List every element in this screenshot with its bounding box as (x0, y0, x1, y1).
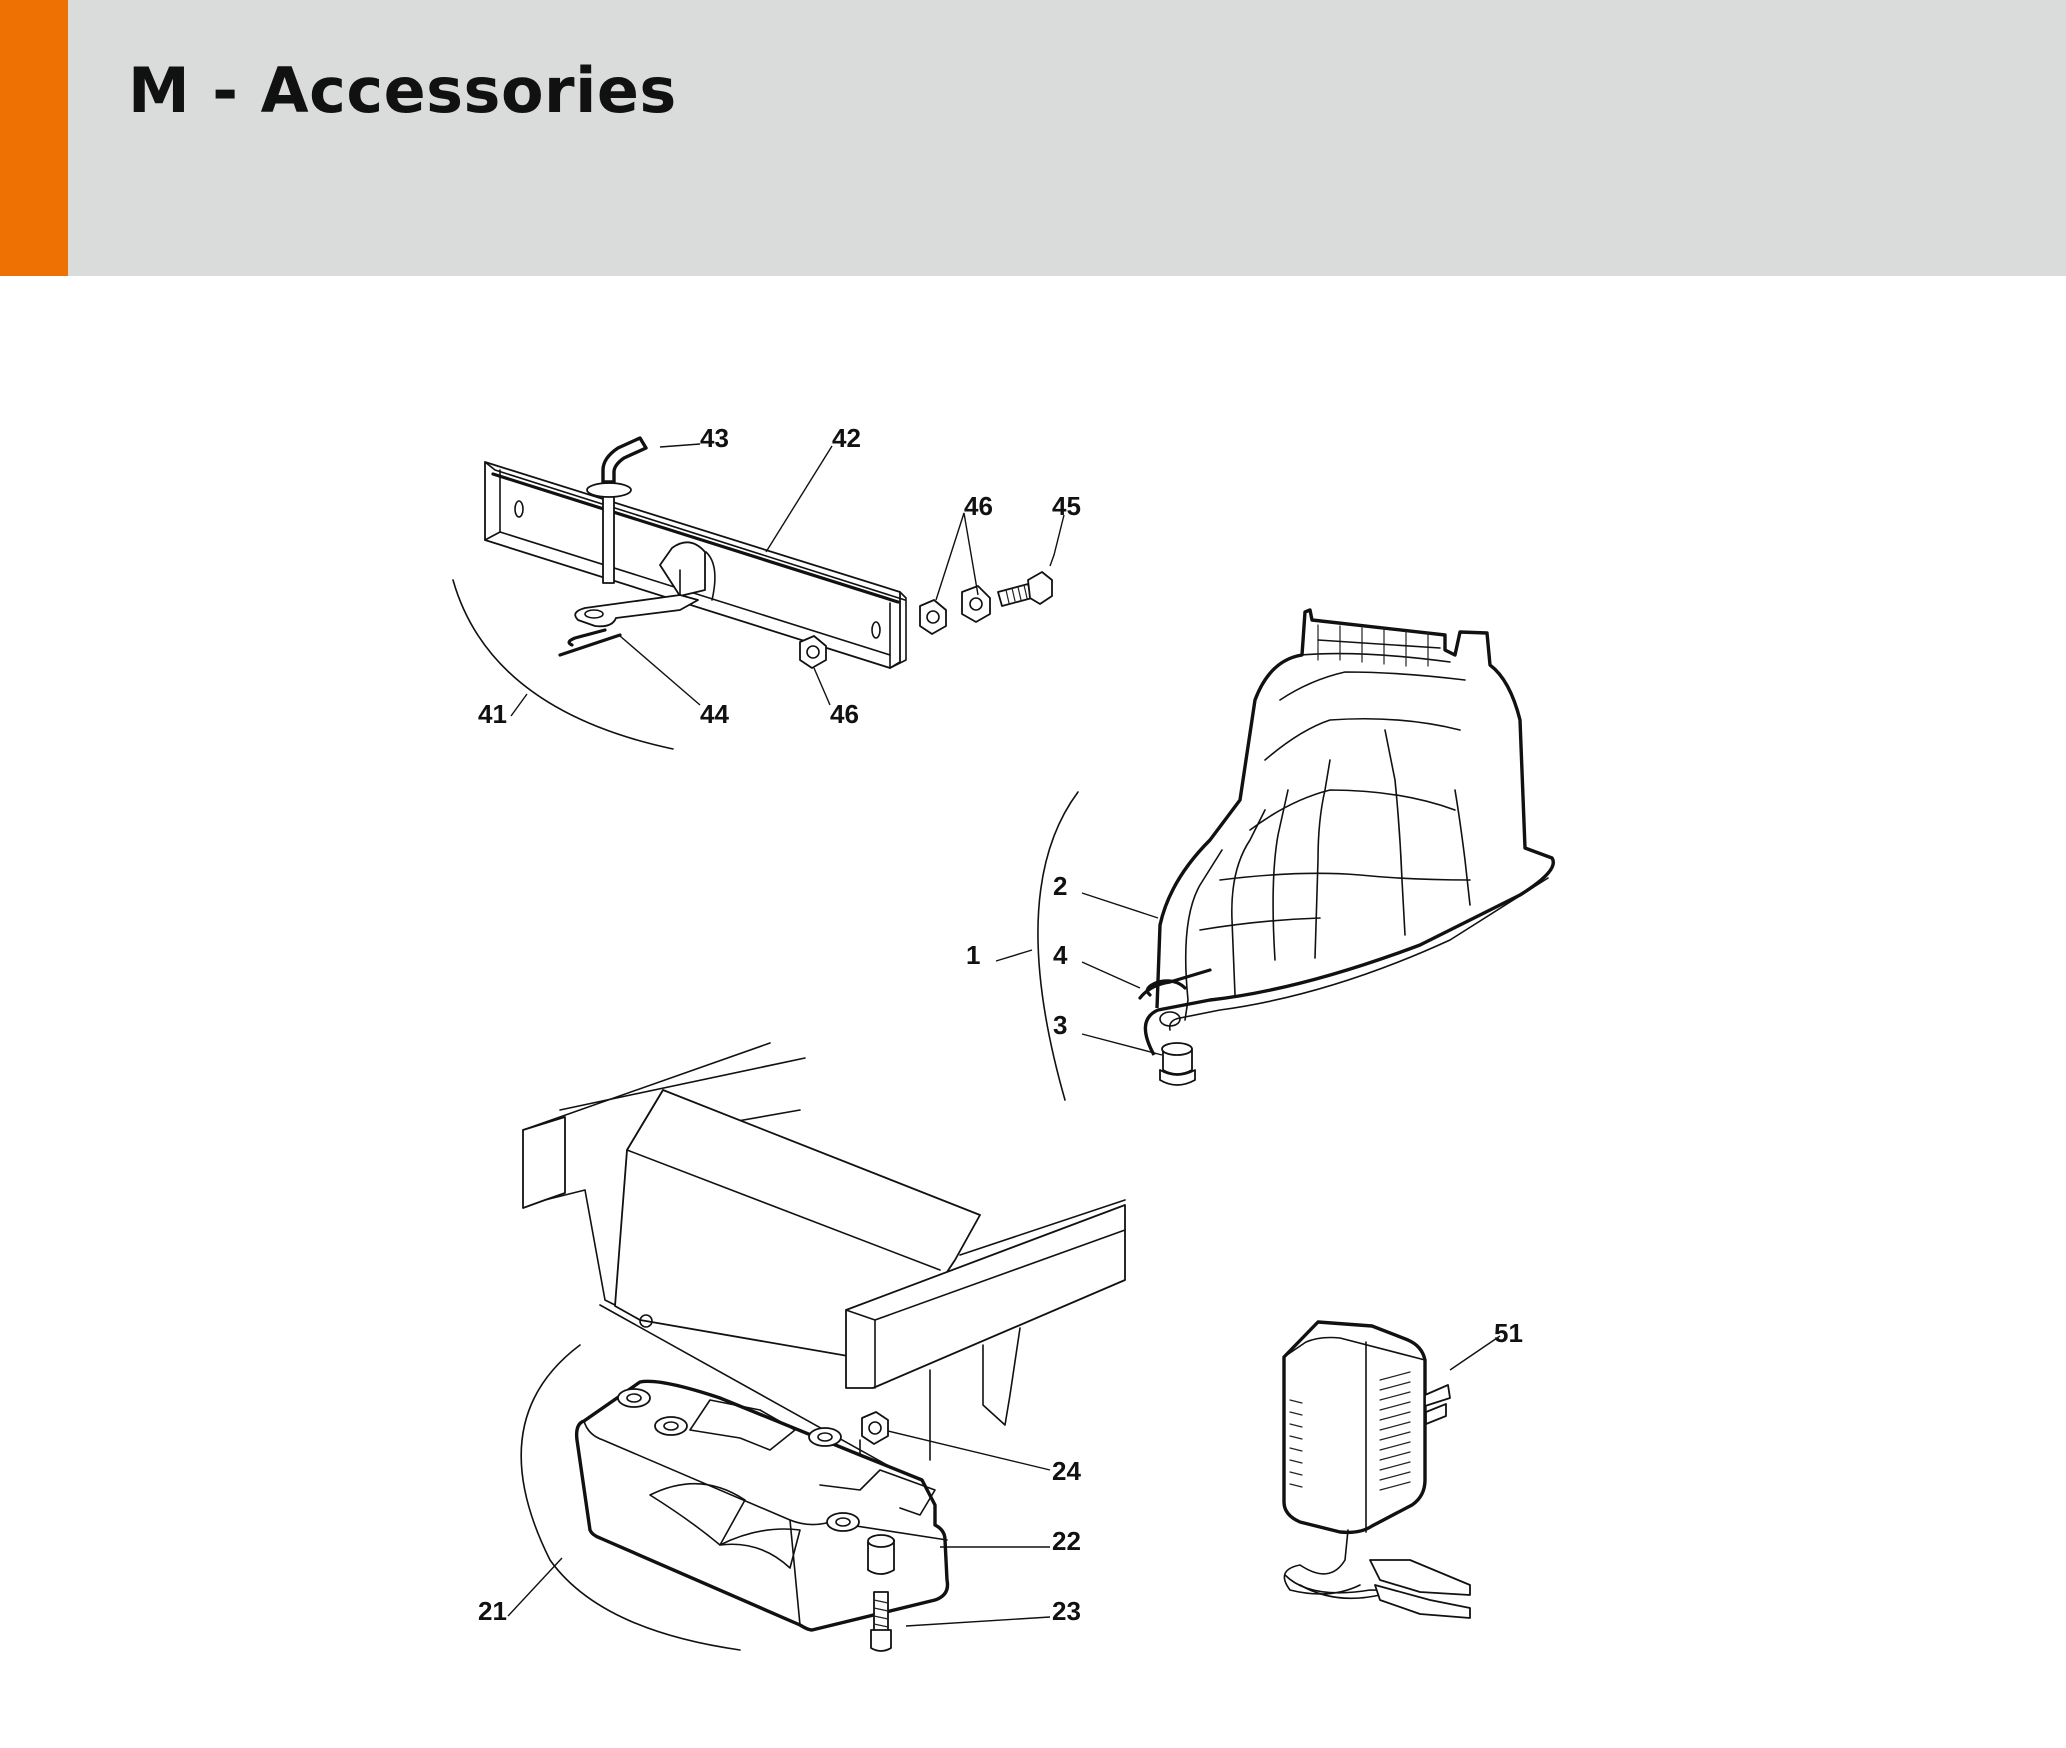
battery-charger (1282, 1320, 1501, 1619)
weight-bolt-heads (617, 1388, 860, 1532)
callout-23: 23 (1052, 1596, 1081, 1626)
page-title: M - Accessories (128, 54, 677, 127)
callout-44: 44 (700, 699, 729, 729)
leaders-tow (510, 443, 1065, 717)
callout-2: 2 (1053, 871, 1067, 901)
weight-block (574, 1379, 950, 1632)
r-clip (558, 628, 622, 657)
callout-45: 45 (1052, 491, 1081, 521)
callout-4: 4 (1053, 940, 1068, 970)
callout-3: 3 (1053, 1010, 1067, 1040)
callout-51: 51 (1494, 1318, 1523, 1348)
callout-24: 24 (1052, 1456, 1081, 1486)
weight-nut (861, 1411, 889, 1445)
hitch-bracket (574, 541, 716, 628)
callout-46-nuts: 46 (964, 491, 993, 521)
counterweight-assembly (507, 1344, 1051, 1652)
header-band (0, 0, 2066, 276)
rail-nut (799, 635, 827, 669)
callout-21: 21 (478, 1596, 507, 1626)
grass-deflector-assembly (995, 608, 1555, 1101)
callout-42: 42 (832, 423, 861, 453)
chassis-frame (522, 1042, 1126, 1476)
leaders-deflector (995, 892, 1163, 1056)
bolt (997, 571, 1053, 607)
group-arc-21 (520, 1344, 741, 1651)
deflector-r-pin (1138, 968, 1212, 1000)
deflector-shell (1143, 608, 1555, 1056)
callout-1: 1 (966, 940, 980, 970)
callout-43: 43 (700, 423, 729, 453)
callout-22: 22 (1052, 1526, 1081, 1556)
group-arc-1 (1037, 791, 1079, 1101)
tow-bar-assembly (452, 436, 1065, 750)
loose-nuts (919, 585, 991, 635)
orange-accent-bar (0, 0, 68, 276)
weight-screw (867, 1534, 895, 1652)
group-arc-41 (452, 579, 674, 750)
leaders-weight (507, 1430, 1051, 1627)
callout-41: 41 (478, 699, 507, 729)
hitch-pin (586, 436, 648, 584)
callout-46-rail: 46 (830, 699, 859, 729)
deflector-pin (1159, 1042, 1196, 1086)
